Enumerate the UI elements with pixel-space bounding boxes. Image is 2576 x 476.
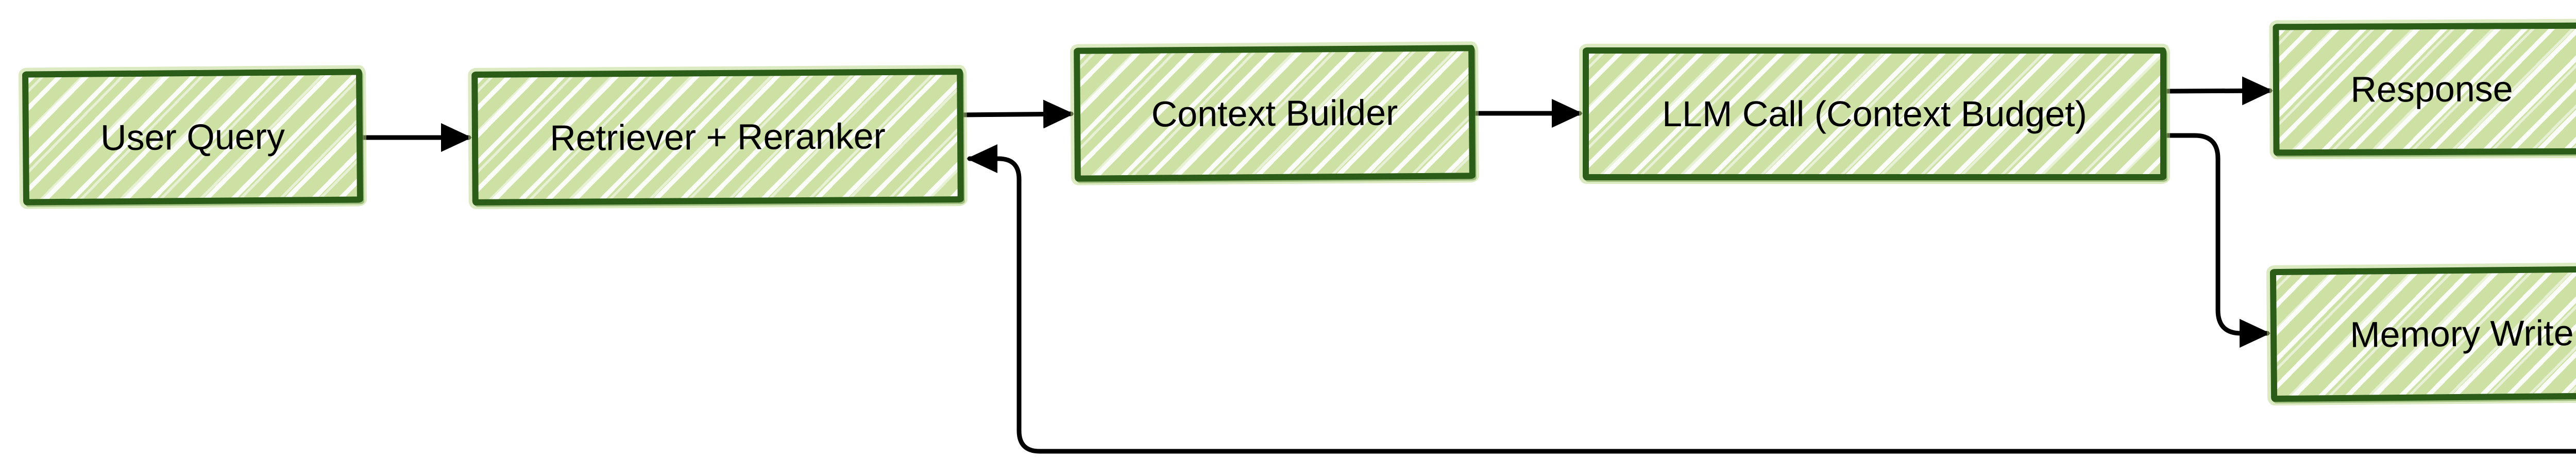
node-retriever-reranker-label: Retriever + Reranker bbox=[549, 116, 886, 158]
edge-retriever-to-context-builder[interactable] bbox=[961, 99, 1074, 129]
node-memory-write-policy[interactable]: Memory Write Policy bbox=[2269, 264, 2576, 402]
node-llm-call[interactable]: LLM Call (Context Budget) bbox=[1583, 47, 2166, 180]
node-context-builder-label: Context Builder bbox=[1151, 92, 1398, 134]
node-context-builder[interactable]: Context Builder bbox=[1074, 45, 1476, 182]
node-user-query-label: User Query bbox=[100, 116, 285, 158]
node-memory-write-policy-label: Memory Write Policy bbox=[2349, 312, 2576, 355]
node-retriever-reranker[interactable]: Retriever + Reranker bbox=[471, 69, 964, 206]
node-response-label: Response bbox=[2350, 69, 2513, 110]
node-response[interactable]: Response bbox=[2273, 22, 2576, 156]
edge-ltm-store-to-retriever[interactable] bbox=[967, 144, 2576, 454]
edge-llm-call-to-memory-write[interactable] bbox=[2164, 133, 2270, 348]
node-llm-call-label: LLM Call (Context Budget) bbox=[1662, 94, 2087, 134]
node-user-query[interactable]: User Query bbox=[22, 69, 364, 206]
